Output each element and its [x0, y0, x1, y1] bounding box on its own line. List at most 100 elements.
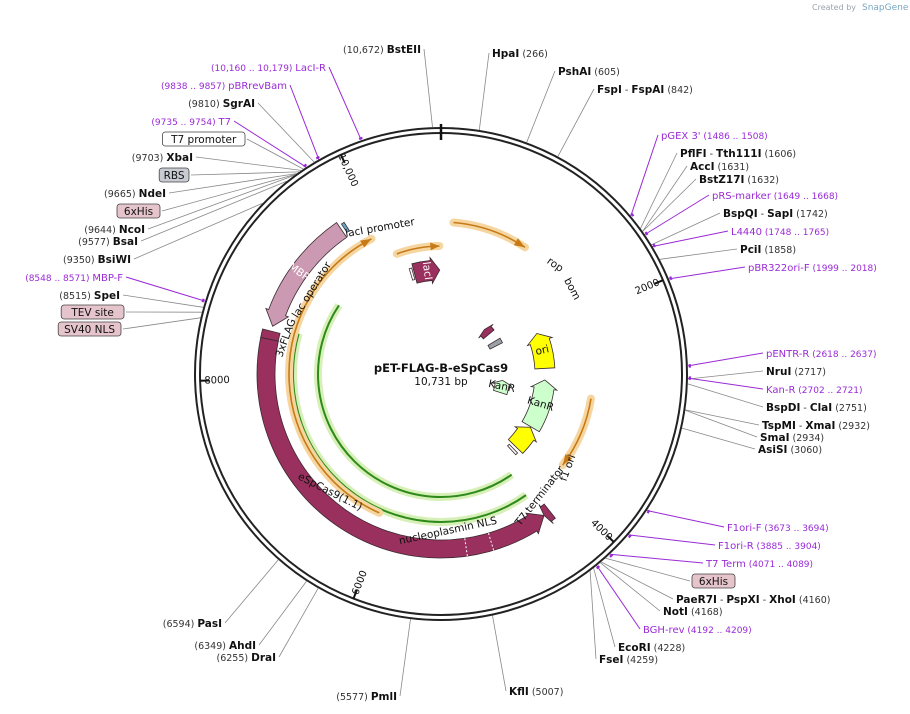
label-3[interactable]: pGEX 3' (1486 .. 1508) — [661, 131, 768, 142]
orf-arrowhead-1 — [513, 238, 525, 248]
label-2[interactable]: FspI - FspAI (842) — [597, 84, 693, 96]
label-22[interactable]: 6xHis — [691, 573, 736, 589]
label-part-pos: - — [707, 149, 716, 160]
label-9[interactable]: L4440 (1748 .. 1765) — [731, 227, 829, 238]
label-47[interactable]: (9838 .. 9857) pBRrevBam — [161, 81, 287, 92]
tick-label-6000: 6000 — [350, 569, 369, 597]
label-part-pos: (5577) — [336, 692, 371, 703]
label-29[interactable]: (5577) PmlI — [336, 691, 397, 703]
label-12[interactable]: pENTR-R (2618 .. 2637) — [766, 349, 877, 360]
feature-box-label-rbs: RBS — [164, 170, 185, 182]
primer-site-mark-47 — [315, 155, 320, 160]
feature-box-tev-site — [60, 304, 125, 320]
feature-t7-terminator[interactable] — [507, 443, 519, 456]
label-part-pos: - — [800, 403, 809, 414]
tick-mark-10,000 — [340, 154, 346, 164]
label-35[interactable]: (8515) SpeI — [59, 290, 120, 302]
feature-lac-operator[interactable] — [340, 221, 351, 233]
label-40[interactable]: 6xHis — [116, 203, 161, 219]
label-25[interactable]: BGH-rev (4192 .. 4209) — [643, 625, 752, 636]
feature-f1-ori[interactable] — [507, 426, 538, 455]
label-part-primer: MBP-F — [92, 273, 123, 284]
feature-ori[interactable] — [526, 333, 556, 370]
feature-laci-promoter[interactable] — [408, 267, 416, 281]
label-part-enz: PaeR7I — [676, 594, 717, 606]
label-17[interactable]: SmaI (2934) — [760, 432, 824, 444]
label-6[interactable]: BstZ17I (1632) — [699, 174, 779, 186]
label-49[interactable]: (10,672) BstEII — [343, 44, 421, 56]
primer-site-mark-48 — [358, 136, 363, 140]
site-label-text: FspI - FspAI (842) — [597, 84, 693, 96]
label-part-pos: (605) — [591, 67, 620, 78]
feature-kanr[interactable] — [521, 379, 559, 433]
site-label-text: (8515) SpeI — [59, 290, 120, 302]
label-44[interactable]: T7 promoter — [161, 131, 246, 147]
orfs — [285, 218, 595, 526]
label-part-pos: (5007) — [529, 687, 564, 698]
leader-line-8 — [651, 212, 721, 246]
label-10[interactable]: PciI (1858) — [740, 244, 796, 256]
leader-line-41 — [168, 173, 297, 194]
label-46[interactable]: (9810) SgrAI — [188, 98, 255, 110]
label-39[interactable]: (9644) NcoI — [84, 224, 145, 236]
label-48[interactable]: (10,160 .. 10,179) LacI-R — [211, 63, 326, 74]
label-0[interactable]: HpaI (266) — [492, 48, 548, 60]
label-19[interactable]: F1ori-F (3673 .. 3694) — [727, 523, 829, 534]
label-23[interactable]: PaeR7I - PspXI - XhoI (4160) — [676, 594, 830, 606]
label-37[interactable]: (9350) BsiWI — [63, 254, 131, 266]
feature-nucleoplasmin-nls[interactable] — [538, 503, 556, 524]
label-11[interactable]: pBR322ori-F (1999 .. 2018) — [748, 263, 877, 274]
label-part-primer: pRS-marker — [712, 191, 772, 202]
label-part-enz: BspQI — [723, 208, 758, 220]
label-part-pos: (2717) — [791, 367, 826, 378]
leader-line-13 — [687, 370, 764, 380]
site-label-text: T7 Term (4071 .. 4089) — [705, 559, 813, 570]
feature-mbp[interactable] — [265, 221, 348, 327]
label-28[interactable]: KflI (5007) — [509, 686, 563, 698]
label-13[interactable]: NruI (2717) — [766, 366, 826, 378]
label-24[interactable]: NotI (4168) — [663, 606, 723, 618]
label-20[interactable]: F1ori-R (3885 .. 3904) — [718, 541, 821, 552]
label-4[interactable]: PflFI - Tth111I (1606) — [680, 148, 796, 160]
label-36[interactable]: (8548 .. 8571) MBP-F — [25, 273, 123, 284]
label-42[interactable]: RBS — [158, 167, 190, 183]
label-27[interactable]: FseI (4259) — [599, 654, 658, 666]
site-label-text: EcoRI (4228) — [618, 642, 685, 654]
label-30[interactable]: (6255) DraI — [217, 652, 277, 664]
label-1[interactable]: PshAI (605) — [558, 66, 620, 78]
label-41[interactable]: (9665) NdeI — [104, 188, 166, 200]
label-34[interactable]: TEV site — [60, 304, 125, 320]
site-label-text: BstZ17I (1632) — [699, 174, 779, 186]
label-part-primer: T7 Term — [705, 559, 746, 570]
label-8[interactable]: BspQI - SapI (1742) — [723, 208, 828, 220]
label-32[interactable]: (6594) PasI — [163, 618, 222, 630]
label-part-pos: (9644) — [84, 225, 119, 236]
label-part-pos: (6255) — [217, 653, 252, 664]
label-14[interactable]: Kan-R (2702 .. 2721) — [766, 385, 863, 396]
site-label-text: BGH-rev (4192 .. 4209) — [643, 625, 752, 636]
label-part-primerpos: (10,160 .. 10,179) — [211, 64, 295, 74]
label-15[interactable]: BspDI - ClaI (2751) — [766, 402, 867, 414]
label-21[interactable]: T7 Term (4071 .. 4089) — [705, 559, 813, 570]
label-part-primerpos: (4192 .. 4209) — [685, 626, 752, 636]
label-31[interactable]: (6349) AhdI — [194, 640, 256, 652]
label-part-pos: (1858) — [761, 245, 796, 256]
label-45[interactable]: (9735 .. 9754) T7 — [151, 117, 231, 128]
label-18[interactable]: AsiSI (3060) — [758, 444, 822, 456]
feature-bom[interactable] — [487, 337, 504, 350]
label-38[interactable]: (9577) BsaI — [78, 236, 138, 248]
label-43[interactable]: (9703) XbaI — [132, 152, 193, 164]
site-label-text: FseI (4259) — [599, 654, 658, 666]
feature-3xflag[interactable] — [260, 328, 281, 342]
label-33[interactable]: SV40 NLS — [57, 321, 122, 337]
feature-laci[interactable] — [411, 256, 441, 285]
label-26[interactable]: EcoRI (4228) — [618, 642, 685, 654]
label-5[interactable]: AccI (1631) — [690, 161, 749, 173]
feature-kanr2[interactable] — [492, 379, 513, 396]
label-7[interactable]: pRS-marker (1649 .. 1668) — [712, 191, 838, 202]
label-part-pos: - — [796, 421, 805, 432]
leader-line-33 — [122, 317, 201, 330]
label-16[interactable]: TspMI - XmaI (2932) — [762, 420, 870, 432]
feature-rop[interactable] — [478, 324, 495, 340]
feature-box-6xhis — [116, 203, 161, 219]
